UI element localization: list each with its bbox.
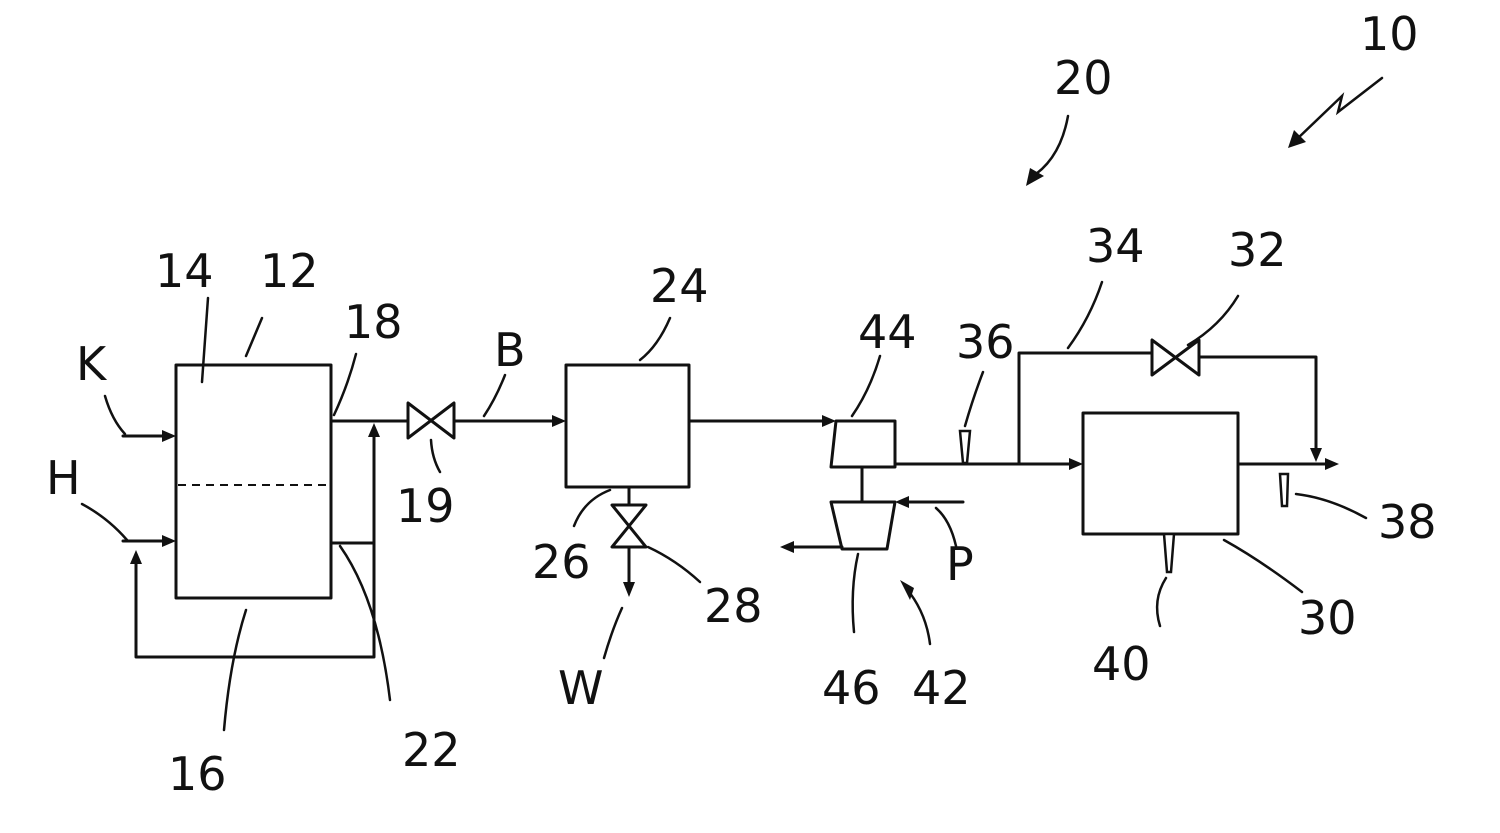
reactor-outlet-arrow: [1325, 458, 1339, 470]
label-44: 44: [858, 305, 917, 359]
leader-40: [1157, 578, 1166, 626]
recycle-loop-arrow: [130, 550, 142, 564]
riser-arrow: [368, 423, 380, 437]
turbine-exhaust-arrow: [780, 541, 794, 553]
label-24: 24: [650, 259, 709, 313]
label-40: 40: [1092, 637, 1151, 691]
leader-18: [334, 354, 356, 415]
label-b: B: [494, 323, 526, 377]
leader-36: [965, 372, 983, 426]
separator-box: [566, 365, 689, 487]
label-10: 10: [1360, 7, 1419, 61]
drain-arrow: [623, 582, 635, 597]
drive-p-arrow: [895, 496, 909, 508]
sensor-40: [1164, 534, 1174, 572]
label-38: 38: [1378, 495, 1437, 549]
label-14: 14: [155, 244, 214, 298]
leader-30: [1224, 540, 1302, 592]
label-12: 12: [260, 244, 319, 298]
turbine-46: [831, 502, 895, 549]
leader-b: [484, 375, 505, 416]
label-p: P: [946, 537, 974, 591]
leader-12: [246, 318, 262, 356]
leader-32: [1188, 296, 1238, 345]
bypass-line-left: [1019, 353, 1152, 464]
sensor-38: [1280, 474, 1288, 506]
label-46: 46: [822, 661, 881, 715]
drain-valve-28: [612, 505, 646, 547]
label-k: K: [76, 337, 108, 391]
inlet-k-arrow: [162, 430, 176, 442]
bypass-arrow: [1310, 448, 1322, 462]
label-18: 18: [344, 295, 403, 349]
valve-19: [408, 403, 454, 438]
compressor-44: [831, 421, 895, 467]
reactor-inlet-arrow: [1069, 458, 1083, 470]
separator-inlet-arrow: [552, 415, 566, 427]
label-28: 28: [704, 579, 763, 633]
label-16: 16: [168, 747, 227, 801]
label-h: H: [46, 451, 81, 505]
leader-19: [431, 440, 440, 472]
label-26: 26: [532, 535, 591, 589]
label-34: 34: [1086, 219, 1145, 273]
bypass-valve-32: [1152, 340, 1199, 375]
bypass-line-right: [1199, 357, 1316, 450]
compressor-inlet-arrow: [822, 415, 836, 427]
sensor-36: [960, 431, 970, 463]
label-32: 32: [1228, 223, 1287, 277]
leader-46: [853, 554, 858, 632]
leader-34: [1068, 282, 1102, 348]
leader-h: [82, 504, 127, 540]
leader-28: [648, 547, 700, 582]
leader-w: [604, 608, 622, 658]
leader-38: [1296, 494, 1366, 518]
leader-44: [852, 356, 880, 416]
label-20: 20: [1054, 51, 1113, 105]
leader-14: [202, 298, 208, 382]
leader-10: [1296, 78, 1382, 140]
label-30: 30: [1298, 591, 1357, 645]
vessel-box: [176, 365, 331, 598]
label-42: 42: [912, 661, 971, 715]
leader-22: [340, 546, 390, 700]
leader-24: [640, 318, 670, 360]
leader-26: [574, 490, 610, 526]
label-w: W: [558, 661, 603, 715]
reactor-box: [1083, 413, 1238, 534]
leader-20: [1030, 116, 1068, 178]
recycle-loop-line: [136, 543, 374, 657]
inlet-h-arrow: [162, 535, 176, 547]
leader-k: [105, 396, 125, 434]
leader-16: [224, 610, 246, 730]
label-22: 22: [402, 723, 461, 777]
label-36: 36: [956, 315, 1015, 369]
label-19: 19: [396, 479, 455, 533]
